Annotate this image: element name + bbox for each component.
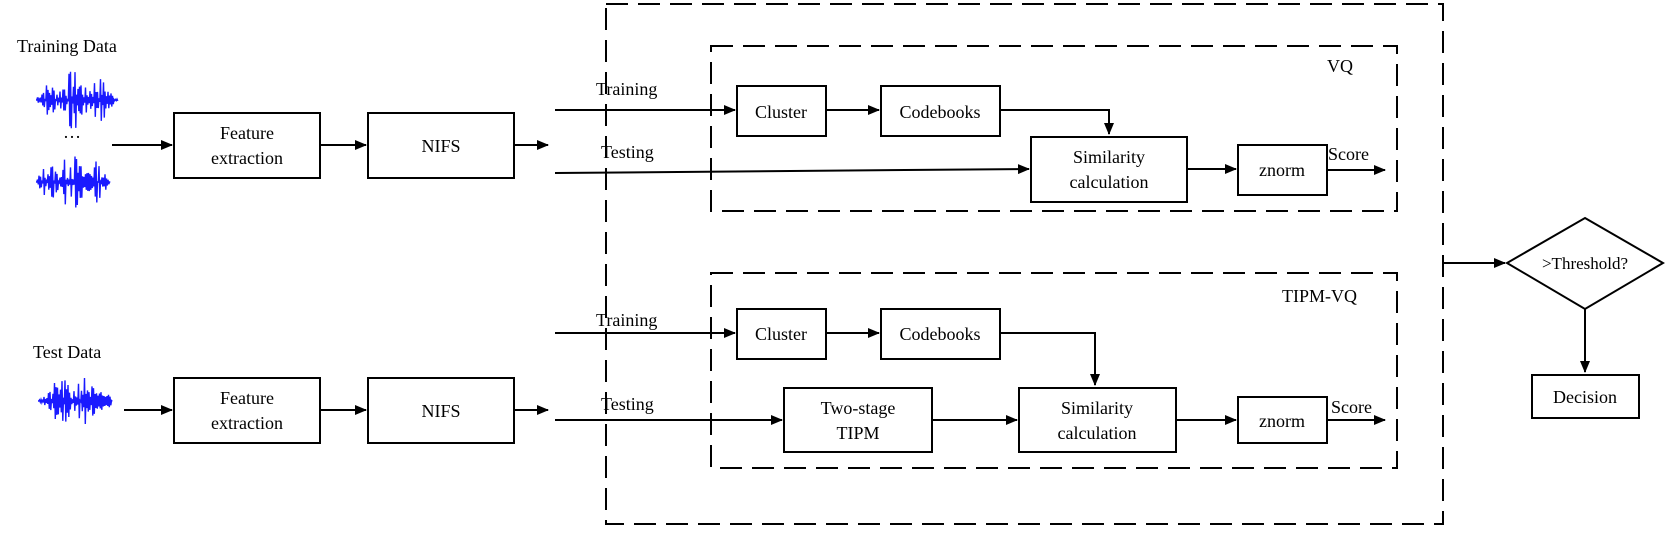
test-waveform bbox=[38, 377, 113, 425]
tipm-similarity-line1: Similarity bbox=[1061, 398, 1133, 418]
vq-arrow-codebooks-to-similarity bbox=[1000, 109, 1114, 135]
tipm-similarity-box bbox=[1018, 387, 1177, 453]
decision-label: Decision bbox=[1553, 387, 1617, 407]
decision-box bbox=[1531, 374, 1640, 419]
vq-similarity-line1: Similarity bbox=[1073, 147, 1145, 167]
feature-extraction-box-bottom bbox=[173, 377, 321, 444]
nifs-bottom-label: NIFS bbox=[421, 401, 460, 421]
training-waveform-1 bbox=[36, 71, 119, 129]
tipm-testing-label: Testing bbox=[601, 394, 654, 414]
training-waveform-2 bbox=[36, 156, 111, 208]
tipm-cluster-label: Cluster bbox=[755, 324, 807, 344]
vq-training-label: Training bbox=[596, 79, 657, 99]
tipm-training-label: Training bbox=[596, 310, 657, 330]
tipm-similarity-line2: calculation bbox=[1058, 423, 1137, 443]
vq-znorm-box bbox=[1237, 144, 1328, 196]
tipm-codebooks-label: Codebooks bbox=[900, 324, 981, 344]
vq-cluster-label: Cluster bbox=[755, 102, 807, 122]
vq-testing-line bbox=[554, 164, 1030, 175]
tipm-vq-title: TIPM-VQ bbox=[1282, 286, 1357, 306]
vq-similarity-line2: calculation bbox=[1070, 172, 1149, 192]
vq-codebooks-box bbox=[880, 85, 1001, 137]
vq-similarity-box bbox=[1030, 136, 1188, 203]
tipm-two-stage-line2: TIPM bbox=[836, 423, 879, 443]
tipm-score-label: Score bbox=[1331, 397, 1372, 417]
vq-title: VQ bbox=[1327, 56, 1353, 76]
vq-codebooks-label: Codebooks bbox=[900, 102, 981, 122]
threshold-label: >Threshold? bbox=[1542, 254, 1628, 273]
training-ellipsis: … bbox=[63, 122, 81, 142]
vq-znorm-label: znorm bbox=[1259, 160, 1305, 180]
tipm-vq-dashed-group bbox=[710, 272, 1398, 469]
tipm-znorm-label: znorm bbox=[1259, 411, 1305, 431]
feature-extraction-top-line1: Feature bbox=[220, 123, 274, 143]
test-data-label: Test Data bbox=[33, 342, 101, 362]
tipm-arrow-codebooks-to-similarity bbox=[1000, 332, 1100, 386]
feature-extraction-bottom-line1: Feature bbox=[220, 388, 274, 408]
feature-extraction-bottom-line2: extraction bbox=[211, 413, 283, 433]
tipm-znorm-box bbox=[1237, 396, 1328, 444]
vq-dashed-group bbox=[710, 45, 1398, 212]
vq-testing-label: Testing bbox=[601, 142, 654, 162]
tipm-two-stage-line1: Two-stage bbox=[821, 398, 896, 418]
tipm-codebooks-box bbox=[880, 308, 1001, 360]
nifs-top-label: NIFS bbox=[421, 136, 460, 156]
training-data-label: Training Data bbox=[17, 36, 117, 56]
feature-extraction-top-line2: extraction bbox=[211, 148, 283, 168]
nifs-box-top bbox=[367, 112, 515, 179]
vq-score-label: Score bbox=[1328, 144, 1369, 164]
